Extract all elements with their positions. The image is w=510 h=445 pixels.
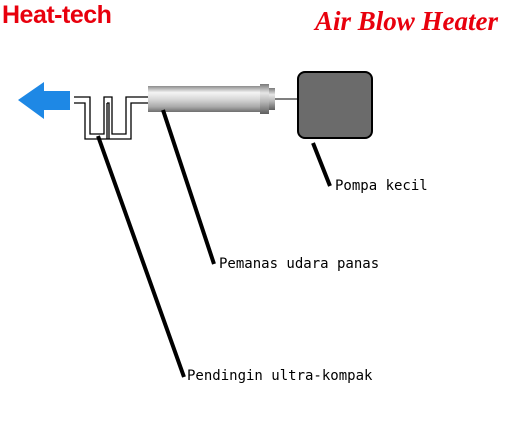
heater-tube xyxy=(148,84,299,114)
diagram-title: Air Blow Heater xyxy=(314,6,498,36)
brand-logo: Heat-tech xyxy=(2,1,112,29)
cooler-label: Pendingin ultra-kompak xyxy=(187,368,373,384)
cooler-leader-line xyxy=(96,135,186,378)
heater-leader-line xyxy=(161,109,216,265)
cooler-coil xyxy=(74,96,150,140)
heater-label: Pemanas udara panas xyxy=(219,256,380,272)
pump-label: Pompa kecil xyxy=(335,178,428,194)
arrow-left-icon xyxy=(18,82,70,119)
pump-leader-line xyxy=(311,142,332,187)
pump-body xyxy=(297,71,373,139)
